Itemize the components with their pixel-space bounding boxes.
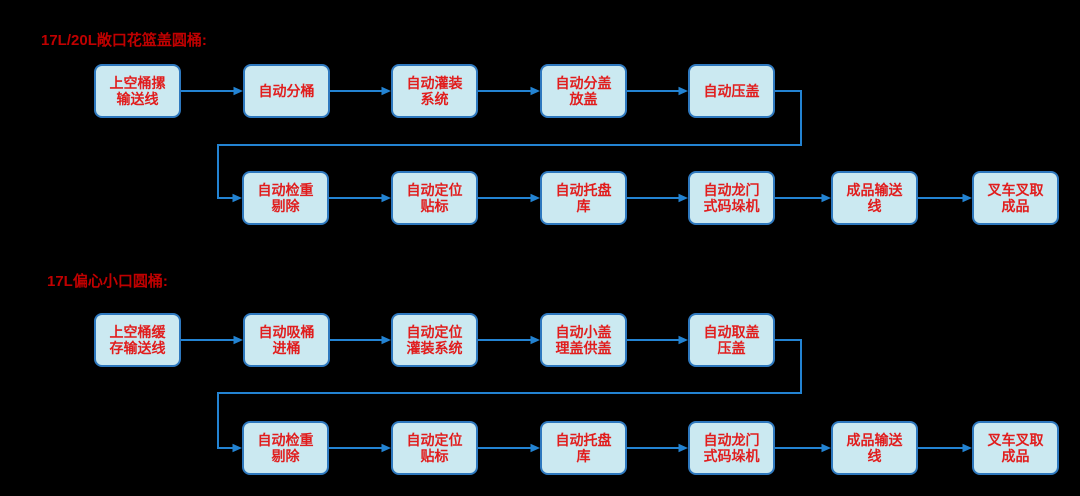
flow-step-label: 自动分盖 xyxy=(555,75,612,91)
flow-step-label: 自动压盖 xyxy=(703,83,760,99)
flow-step-label: 自动定位 xyxy=(406,182,463,198)
flow-step-box: 自动取盖压盖 xyxy=(688,313,775,367)
flow-step-box: 自动灌装系统 xyxy=(391,64,478,118)
flow-step-label: 剔除 xyxy=(271,198,300,214)
connector-line xyxy=(217,339,802,449)
flow-step-box: 自动分盖放盖 xyxy=(540,64,627,118)
flow-step-label: 自动托盘 xyxy=(555,432,612,448)
arrowhead-icon xyxy=(962,443,972,453)
chart-1-title: 17L/20L敞口花篮盖圆桶: xyxy=(41,32,207,49)
flow-step-label: 进桶 xyxy=(272,340,301,356)
flow-step-box: 自动龙门式码垛机 xyxy=(688,171,775,225)
flow-step-box: 自动定位贴标 xyxy=(391,421,478,475)
flow-step-label: 系统 xyxy=(420,91,449,107)
flow-step-label: 自动吸桶 xyxy=(258,324,315,340)
arrowhead-icon xyxy=(530,335,540,345)
arrowhead-icon xyxy=(821,443,831,453)
flow-step-label: 自动龙门 xyxy=(703,432,760,448)
arrowhead-icon xyxy=(678,443,688,453)
flow-step-box: 自动小盖理盖供盖 xyxy=(540,313,627,367)
flow-step-box: 自动压盖 xyxy=(688,64,775,118)
flow-step-label: 输送线 xyxy=(116,91,159,107)
flow-step-box: 自动龙门式码垛机 xyxy=(688,421,775,475)
arrowhead-icon xyxy=(530,86,540,96)
flow-step-box: 自动定位贴标 xyxy=(391,171,478,225)
arrowhead-icon xyxy=(821,193,831,203)
flow-step-label: 贴标 xyxy=(420,448,449,464)
flow-step-label: 自动定位 xyxy=(406,432,463,448)
flow-step-label: 放盖 xyxy=(569,91,598,107)
flow-step-label: 自动小盖 xyxy=(555,324,612,340)
arrowhead-icon xyxy=(678,193,688,203)
arrowhead-icon xyxy=(232,443,242,453)
flow-step-label: 压盖 xyxy=(717,340,746,356)
flow-step-box: 成品输送线 xyxy=(831,171,918,225)
flow-step-label: 叉车叉取 xyxy=(987,432,1044,448)
flow-step-label: 线 xyxy=(867,448,882,464)
flow-step-box: 自动托盘库 xyxy=(540,421,627,475)
flow-step-box: 自动托盘库 xyxy=(540,171,627,225)
flow-step-label: 贴标 xyxy=(420,198,449,214)
arrowhead-icon xyxy=(232,193,242,203)
flow-step-box: 成品输送线 xyxy=(831,421,918,475)
flow-step-label: 自动龙门 xyxy=(703,182,760,198)
arrowhead-icon xyxy=(530,443,540,453)
flow-step-label: 自动定位 xyxy=(406,324,463,340)
chart-2-title: 17L偏心小口圆桶: xyxy=(47,273,168,290)
flow-step-box: 自动分桶 xyxy=(243,64,330,118)
flow-step-label: 自动取盖 xyxy=(703,324,760,340)
flow-step-label: 式码垛机 xyxy=(703,448,760,464)
arrowhead-icon xyxy=(381,86,391,96)
flow-step-box: 自动定位灌装系统 xyxy=(391,313,478,367)
flow-step-label: 成品 xyxy=(1001,198,1030,214)
flow-step-label: 自动托盘 xyxy=(555,182,612,198)
flow-step-label: 理盖供盖 xyxy=(555,340,612,356)
flow-step-label: 存输送线 xyxy=(109,340,166,356)
flow-step-label: 自动检重 xyxy=(257,432,314,448)
flow-step-box: 自动检重剔除 xyxy=(242,171,329,225)
arrowhead-icon xyxy=(381,335,391,345)
arrowhead-icon xyxy=(962,193,972,203)
flow-step-label: 自动灌装 xyxy=(406,75,463,91)
flow-step-label: 灌装系统 xyxy=(406,340,463,356)
flow-step-label: 成品 xyxy=(1001,448,1030,464)
flow-step-label: 叉车叉取 xyxy=(987,182,1044,198)
flow-step-box: 叉车叉取成品 xyxy=(972,421,1059,475)
arrowhead-icon xyxy=(530,193,540,203)
arrowhead-icon xyxy=(381,443,391,453)
flow-step-label: 库 xyxy=(576,448,591,464)
flow-step-box: 上空桶摞输送线 xyxy=(94,64,181,118)
flow-step-label: 库 xyxy=(576,198,591,214)
flow-step-label: 式码垛机 xyxy=(703,198,760,214)
flow-step-label: 上空桶缓 xyxy=(109,324,166,340)
arrowhead-icon xyxy=(678,86,688,96)
flow-step-box: 叉车叉取成品 xyxy=(972,171,1059,225)
flow-step-label: 上空桶摞 xyxy=(109,75,166,91)
flow-step-label: 自动分桶 xyxy=(258,83,315,99)
flow-step-label: 线 xyxy=(867,198,882,214)
flow-step-box: 自动检重剔除 xyxy=(242,421,329,475)
flow-step-label: 成品输送 xyxy=(846,432,903,448)
flow-step-box: 自动吸桶进桶 xyxy=(243,313,330,367)
arrowhead-icon xyxy=(233,335,243,345)
flow-step-box: 上空桶缓存输送线 xyxy=(94,313,181,367)
flow-step-label: 自动检重 xyxy=(257,182,314,198)
arrowhead-icon xyxy=(381,193,391,203)
arrowhead-icon xyxy=(678,335,688,345)
flow-step-label: 剔除 xyxy=(271,448,300,464)
flow-step-label: 成品输送 xyxy=(846,182,903,198)
connector-line xyxy=(217,90,802,199)
arrowhead-icon xyxy=(233,86,243,96)
